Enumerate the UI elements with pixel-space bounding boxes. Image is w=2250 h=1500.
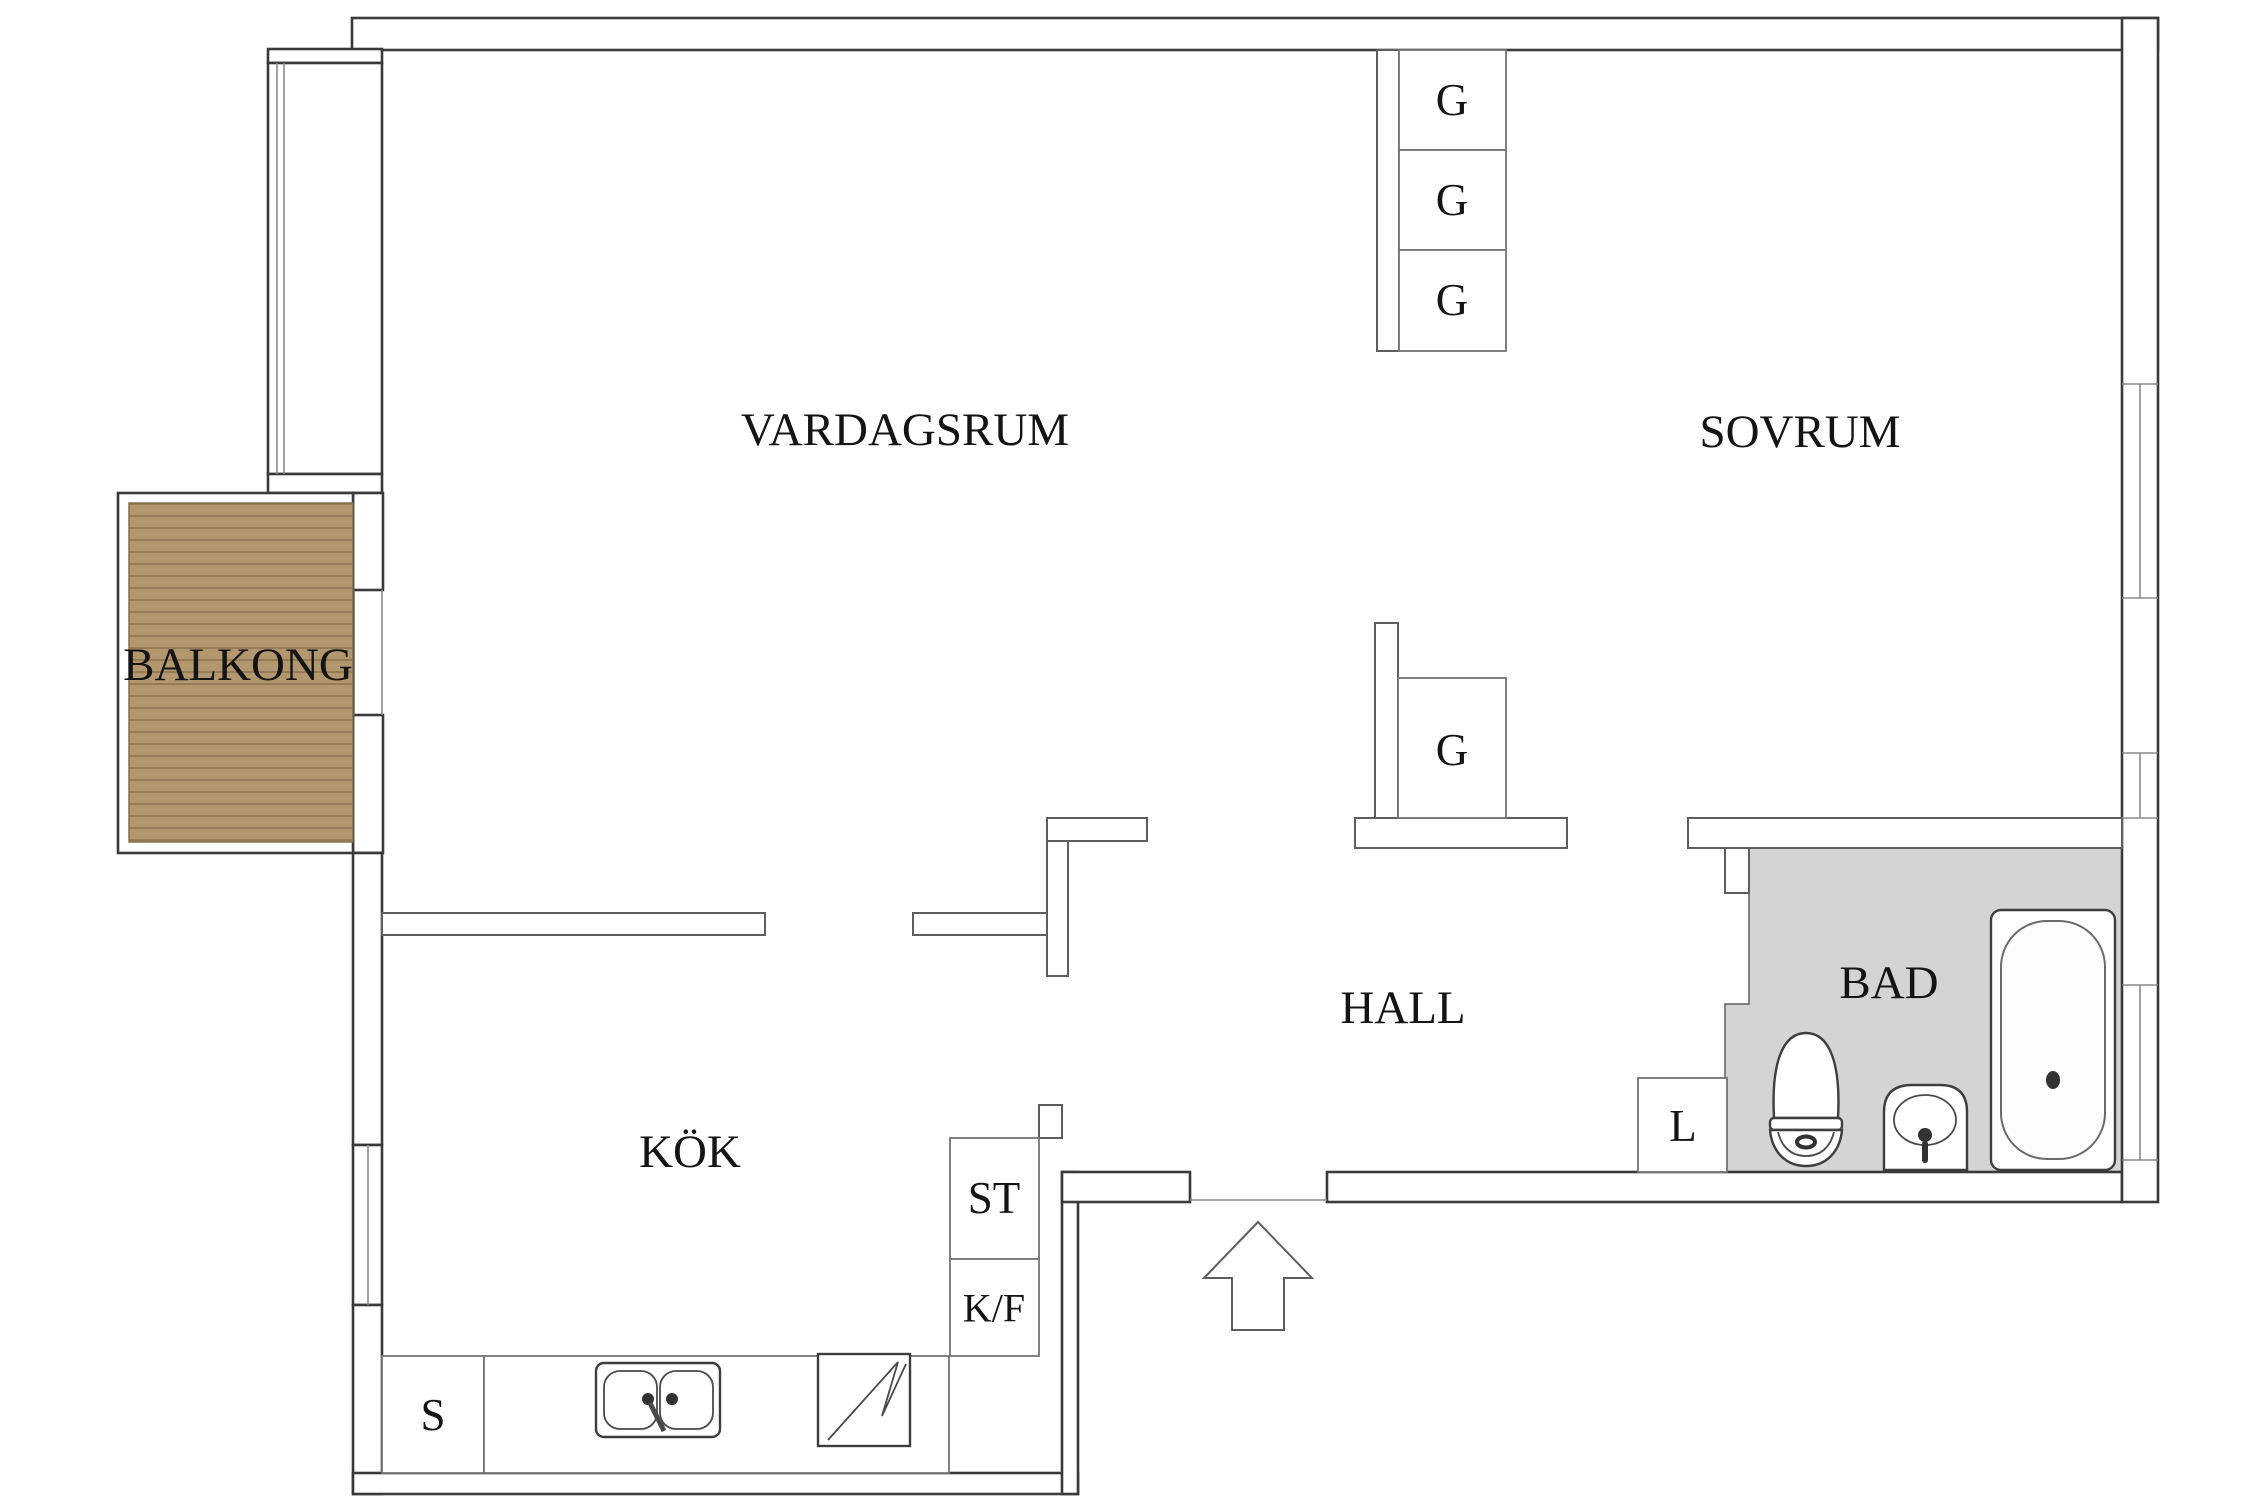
toilet-seat-hinge <box>1768 1116 1844 1132</box>
wall-left-kitchen-upper <box>351 851 384 1147</box>
balcony-deck-planks <box>129 503 353 842</box>
toilet-bowl-inner <box>1777 1131 1835 1157</box>
balcony-label: BALKONG <box>123 639 353 691</box>
basin-outline <box>1882 1083 1969 1172</box>
wall-kitchen-living-right <box>912 912 1048 936</box>
bathtub-drain <box>2046 1071 2060 1089</box>
stove-lightning-icon <box>827 1361 907 1441</box>
toilet <box>1768 1031 1844 1168</box>
toilet-cistern <box>1772 1031 1840 1120</box>
labels: VARDAGSRUM SOVRUM BALKONG KÖK HALL BAD G… <box>123 75 1939 1440</box>
exterior-walls <box>266 16 2160 1496</box>
linen-closet-box <box>1637 1077 1728 1173</box>
wall-hall-top-stub <box>1046 817 1148 842</box>
wall-left-window-section <box>266 61 384 476</box>
wall-top <box>350 16 2160 52</box>
stove <box>816 1352 912 1448</box>
basin-faucet-stem <box>1922 1141 1928 1163</box>
fridge-freezer-label: K/F <box>963 1286 1025 1331</box>
wardrobe-label-3: G <box>1436 275 1469 325</box>
bathtub-inner <box>2000 920 2106 1160</box>
bathtub <box>1989 908 2117 1172</box>
wall-closet-stub <box>1038 1104 1063 1139</box>
washbasin <box>1882 1083 1969 1172</box>
wardrobe-box-3 <box>1398 249 1507 352</box>
wardrobe-box-1 <box>1398 49 1507 151</box>
closets <box>381 49 1728 1474</box>
linen-closet-label: L <box>1669 1101 1697 1151</box>
sink-bowl-right <box>659 1370 714 1430</box>
hall-label: HALL <box>1340 982 1465 1034</box>
sink-faucet-handle <box>647 1401 667 1433</box>
wall-kitchen-bottom <box>351 1471 1080 1496</box>
pantry-label: S <box>420 1390 445 1440</box>
wall-hall-bottom-right <box>1325 1170 2124 1204</box>
wall-balcony-side-upper <box>351 491 385 592</box>
wall-hall-bottom-left <box>1060 1170 1192 1204</box>
sink-tap-hole-1 <box>642 1393 654 1405</box>
wardrobe-box-2 <box>1398 149 1507 251</box>
balcony <box>116 491 355 855</box>
kitchen-label: KÖK <box>639 1126 741 1178</box>
wall-bathroom-stub <box>1724 847 1750 894</box>
toilet-flush <box>1795 1134 1817 1150</box>
entrance-arrow-icon <box>1201 1220 1315 1331</box>
living-room-label: VARDAGSRUM <box>741 404 1069 456</box>
wall-left-below-window <box>266 472 384 495</box>
wall-bedroom-bottom-left <box>1354 817 1568 849</box>
wall-balcony-side-lower <box>351 713 385 855</box>
wall-kitchen-living-left <box>381 912 766 936</box>
wall-left-kitchen-lower <box>351 1303 384 1496</box>
interior-walls <box>381 49 2123 1139</box>
bedroom-label: SOVRUM <box>1699 406 1900 458</box>
sink-tap-hole-2 <box>666 1393 678 1405</box>
wall-top-left-step <box>266 47 384 65</box>
sink-bowl-left <box>603 1370 658 1430</box>
wardrobe-label-2: G <box>1436 175 1469 225</box>
kitchen-sink <box>594 1361 722 1439</box>
wardrobe-label-4: G <box>1436 725 1469 775</box>
wall-bedroom-divider-upper <box>1376 49 1400 352</box>
cleaning-closet-label: ST <box>968 1173 1021 1223</box>
wardrobe-label-1: G <box>1436 75 1469 125</box>
basin-faucet <box>1918 1128 1932 1142</box>
wardrobe-box-4 <box>1397 677 1507 819</box>
wall-kitchen-right <box>1060 1170 1080 1496</box>
bathroom-label: BAD <box>1839 957 1938 1009</box>
sink-outline <box>594 1361 722 1439</box>
wall-bedroom-bottom-right <box>1687 817 2123 849</box>
fridge-freezer-box <box>949 1258 1040 1357</box>
wall-bedroom-divider-lower <box>1374 622 1399 819</box>
cleaning-closet-box <box>949 1137 1040 1260</box>
